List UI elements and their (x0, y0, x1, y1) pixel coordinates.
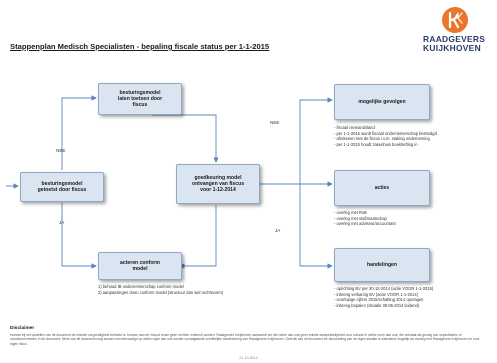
edge-label-nee-right: NEE (270, 120, 280, 125)
edge-label-nee-left: NEE (56, 148, 66, 153)
edge-branch-to-handelingen (299, 184, 333, 269)
node-acteren: acteren conform model (98, 252, 182, 280)
handelingen-note: - voorlopige cijfers 2015/schatting 2014… (334, 297, 424, 303)
node-toetsen-label: besturingsmodel laten toetsen door fiscu… (117, 89, 163, 109)
logo-line1: RAADGEVERS (423, 34, 486, 44)
disclaimer-text: Hoewel bij het opstellen van dit documen… (10, 333, 480, 346)
node-acteren-label: acteren conform model (120, 259, 160, 272)
gevolgen-note: - per 1-1-2015 houdt zakenhuis boekhefti… (334, 141, 418, 147)
acties-note: - overleg met RvB (334, 210, 367, 215)
edge-branch-to-gevolgen (299, 97, 333, 184)
edge-label-ja-left: JA (59, 220, 65, 225)
gevolgen-note: - fiscaal niemandsland (334, 125, 375, 130)
node-goedkeuring-label: goedkeuring model ontvangen van fiscus v… (191, 174, 245, 194)
node-handelingen-label: handelingen (367, 261, 397, 268)
node-gevolgen: mogelijke gevolgen (334, 84, 430, 120)
edge-start-to-toetsen (61, 95, 97, 170)
node-acties-label: acties (374, 184, 390, 191)
acties-note: - overleg met staf/maatschap (334, 215, 387, 221)
edge-toetsen-to-goedkeuring (152, 114, 219, 163)
page-title: Stappenplan Medisch Specialisten - bepal… (10, 42, 270, 51)
gevolgen-notes: - fiscaal niemandsland - per 1-1-2015 wo… (334, 125, 437, 147)
edge-start-to-acteren (61, 203, 97, 269)
acties-notes: - overleg met RvB - overleg met staf/maa… (334, 210, 396, 227)
acteren-note: 2) aanpassingen doen conform model (stru… (98, 289, 224, 295)
node-start: besturingsmodel getoetst door fiscus (20, 172, 104, 202)
acteren-note: 1) behoud IB ondernemerschap conform mod… (98, 284, 184, 289)
handelingen-notes: - oprichting BV per 30-12-2014 (actie VO… (334, 286, 433, 308)
acties-note: - overleg met adviseur/accountant (334, 221, 396, 227)
node-gevolgen-label: mogelijke gevolgen (358, 98, 406, 105)
node-acties: acties (334, 170, 430, 206)
handelingen-note: - inbreng bepalen (situatie 30-06-2014 l… (334, 302, 420, 308)
node-toetsen: besturingsmodel laten toetsen door fiscu… (98, 83, 182, 115)
disclaimer-title: Disclaimer (10, 326, 35, 331)
footer-date: 21-10-2014 (239, 356, 258, 360)
handelingen-note: - oprichting BV per 30-12-2014 (actie VO… (334, 286, 434, 291)
acteren-notes: 1) behoud IB ondernemerschap conform mod… (98, 284, 223, 295)
rk-logo-icon (442, 7, 468, 33)
edge-label-ja-right: JA (275, 228, 281, 233)
node-goedkeuring: goedkeuring model ontvangen van fiscus v… (176, 164, 260, 204)
edge-goedkeuring-to-acteren (179, 205, 217, 269)
gevolgen-note: - per 1-1-2015 wordt fiscaal ondernemers… (334, 130, 437, 136)
company-logo: RAADGEVERS KUIJKHOVEN (418, 6, 493, 53)
node-handelingen: handelingen (334, 248, 430, 282)
node-start-label: besturingsmodel getoetst door fiscus (37, 180, 87, 193)
handelingen-note: - inbreng verkaring BV (actie VOOR 1-1-2… (334, 291, 418, 297)
logo-line2: KUIJKHOVEN (423, 43, 481, 53)
gevolgen-note: - afrekenen met de fiscus i.v.m. staking… (334, 136, 430, 142)
